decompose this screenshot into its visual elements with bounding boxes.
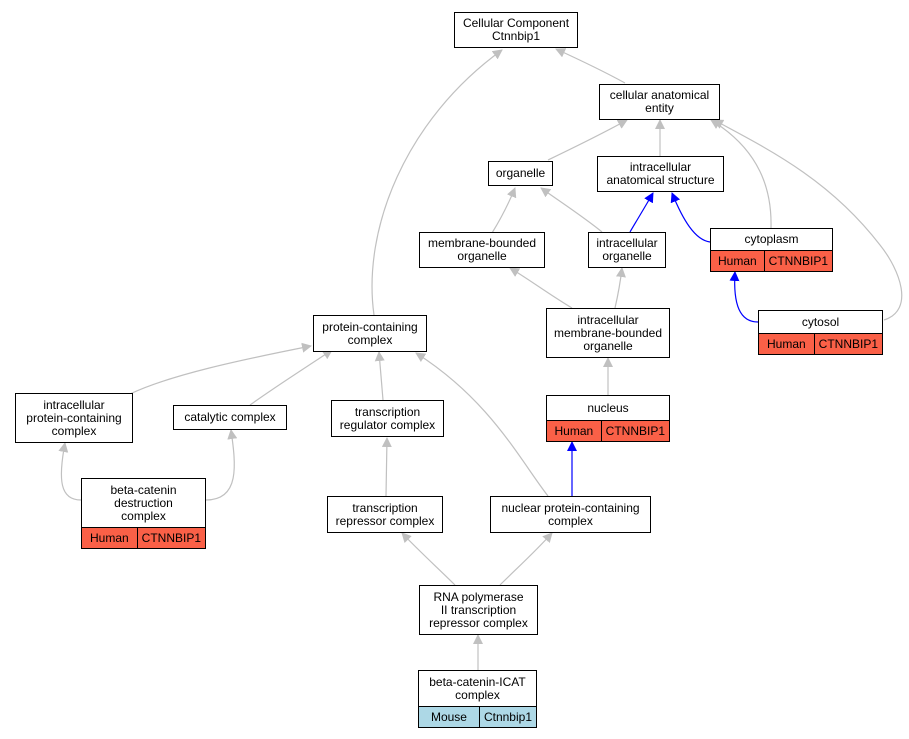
node-label-line: membrane-bounded <box>427 236 537 250</box>
edge-organelle-to-cae <box>547 119 628 161</box>
edge-imbo-to-mbo <box>509 267 573 309</box>
node-label-line: cytosol <box>801 314 840 329</box>
node-label-line: repressor complex <box>335 513 435 528</box>
node-label-line: complex <box>548 513 593 528</box>
node-catalytic-complex[interactable]: catalytic complex <box>173 405 287 430</box>
edge-cc-to-pcc <box>249 349 333 406</box>
gene-cell: Ctnnbip1 <box>478 707 536 727</box>
edge-mbo-to-organelle <box>491 187 517 234</box>
node-label-line: nucleus <box>587 400 629 415</box>
edge-rnap-to-npcc <box>499 532 553 586</box>
annotation-row: Human CTNNBIP1 <box>82 527 205 548</box>
edge-cytoplasm-to-ias <box>670 192 711 243</box>
edge-npcc-to-pcc <box>415 352 549 497</box>
edge-trc-to-pcc <box>374 351 385 401</box>
node-label-line: Cellular Component <box>462 16 570 30</box>
node-label-line: beta-catenin <box>110 482 177 497</box>
node-label-line: intracellular <box>577 312 639 327</box>
node-label-line: intracellular <box>629 160 692 174</box>
annotation-row: Human CTNNBIP1 <box>711 250 832 271</box>
edge-cae-to-root <box>555 48 626 84</box>
node-label-line: complex <box>51 423 97 438</box>
edge-rnap-to-trepc <box>401 532 456 586</box>
edge-bcdc-to-cc <box>205 429 238 501</box>
node-label-line: cellular anatomical <box>609 88 710 102</box>
node-cytoplasm[interactable]: cytoplasm Human CTNNBIP1 <box>710 228 833 272</box>
node-label-line: repressor complex <box>429 615 528 630</box>
node-label-line: catalytic complex <box>184 410 276 424</box>
node-label-line: RNA polymerase <box>433 589 524 604</box>
gene-cell: CTNNBIP1 <box>600 421 669 441</box>
node-cytosol[interactable]: cytosol Human CTNNBIP1 <box>758 310 883 355</box>
edge-cytoplasm-to-cae <box>710 119 772 229</box>
node-label-line: protein-containing <box>322 319 418 334</box>
node-label-line: complex <box>121 508 166 523</box>
node-label-line: complex <box>347 332 393 347</box>
node-label-line: transcription <box>354 404 421 419</box>
node-label-line: intracellular <box>43 397 105 412</box>
edge-cytosol-to-cytoplasm <box>729 271 759 323</box>
edge-trepc-to-trc <box>381 437 392 497</box>
edge-io-to-organelle <box>540 187 603 233</box>
gene-cell: CTNNBIP1 <box>136 528 205 548</box>
node-label-line: protein-containing <box>26 410 122 425</box>
edge-io-to-ias <box>629 192 654 233</box>
edge-cytosol-to-cae <box>713 119 903 321</box>
node-nucleus[interactable]: nucleus Human CTNNBIP1 <box>546 395 670 442</box>
node-organelle[interactable]: organelle <box>488 161 553 186</box>
species-cell: Human <box>759 334 814 354</box>
node-label-line: entity <box>645 101 674 115</box>
node-label-line: organelle <box>495 166 546 180</box>
node-label-line: nuclear protein-containing <box>501 500 640 515</box>
node-label-line: organelle <box>457 249 507 263</box>
node-label-line: beta-catenin-ICAT <box>429 674 526 689</box>
node-label-line: II transcription <box>440 602 517 617</box>
annotation-row: Mouse Ctnnbip1 <box>419 706 536 727</box>
species-cell: Human <box>547 421 601 441</box>
node-label-line: cytoplasm <box>744 232 799 246</box>
node-label-line: organelle <box>583 338 633 353</box>
annotation-row: Human CTNNBIP1 <box>759 333 882 354</box>
node-label-line: destruction <box>114 495 173 510</box>
gene-cell: CTNNBIP1 <box>813 334 882 354</box>
species-cell: Mouse <box>419 707 479 727</box>
edge-ipcc-to-pcc <box>129 342 312 395</box>
node-label-line: regulator complex <box>339 417 436 432</box>
annotation-row: Human CTNNBIP1 <box>547 420 669 441</box>
species-cell: Human <box>711 251 764 271</box>
node-label-line: intracellular <box>596 236 658 250</box>
species-cell: Human <box>82 528 137 548</box>
node-label-line: anatomical structure <box>606 173 715 187</box>
edge-pcc-to-root <box>371 49 503 316</box>
node-label-line: Ctnnbip1 <box>491 29 541 43</box>
gene-cell: CTNNBIP1 <box>763 251 832 271</box>
node-label-line: organelle <box>602 249 652 263</box>
node-label-line: membrane-bounded <box>553 325 663 340</box>
node-label-line: transcription <box>352 500 418 515</box>
node-label-line: complex <box>455 687 500 702</box>
edge-imbo-to-io <box>614 267 626 309</box>
edge-bcdc-to-ipcc <box>58 442 82 501</box>
